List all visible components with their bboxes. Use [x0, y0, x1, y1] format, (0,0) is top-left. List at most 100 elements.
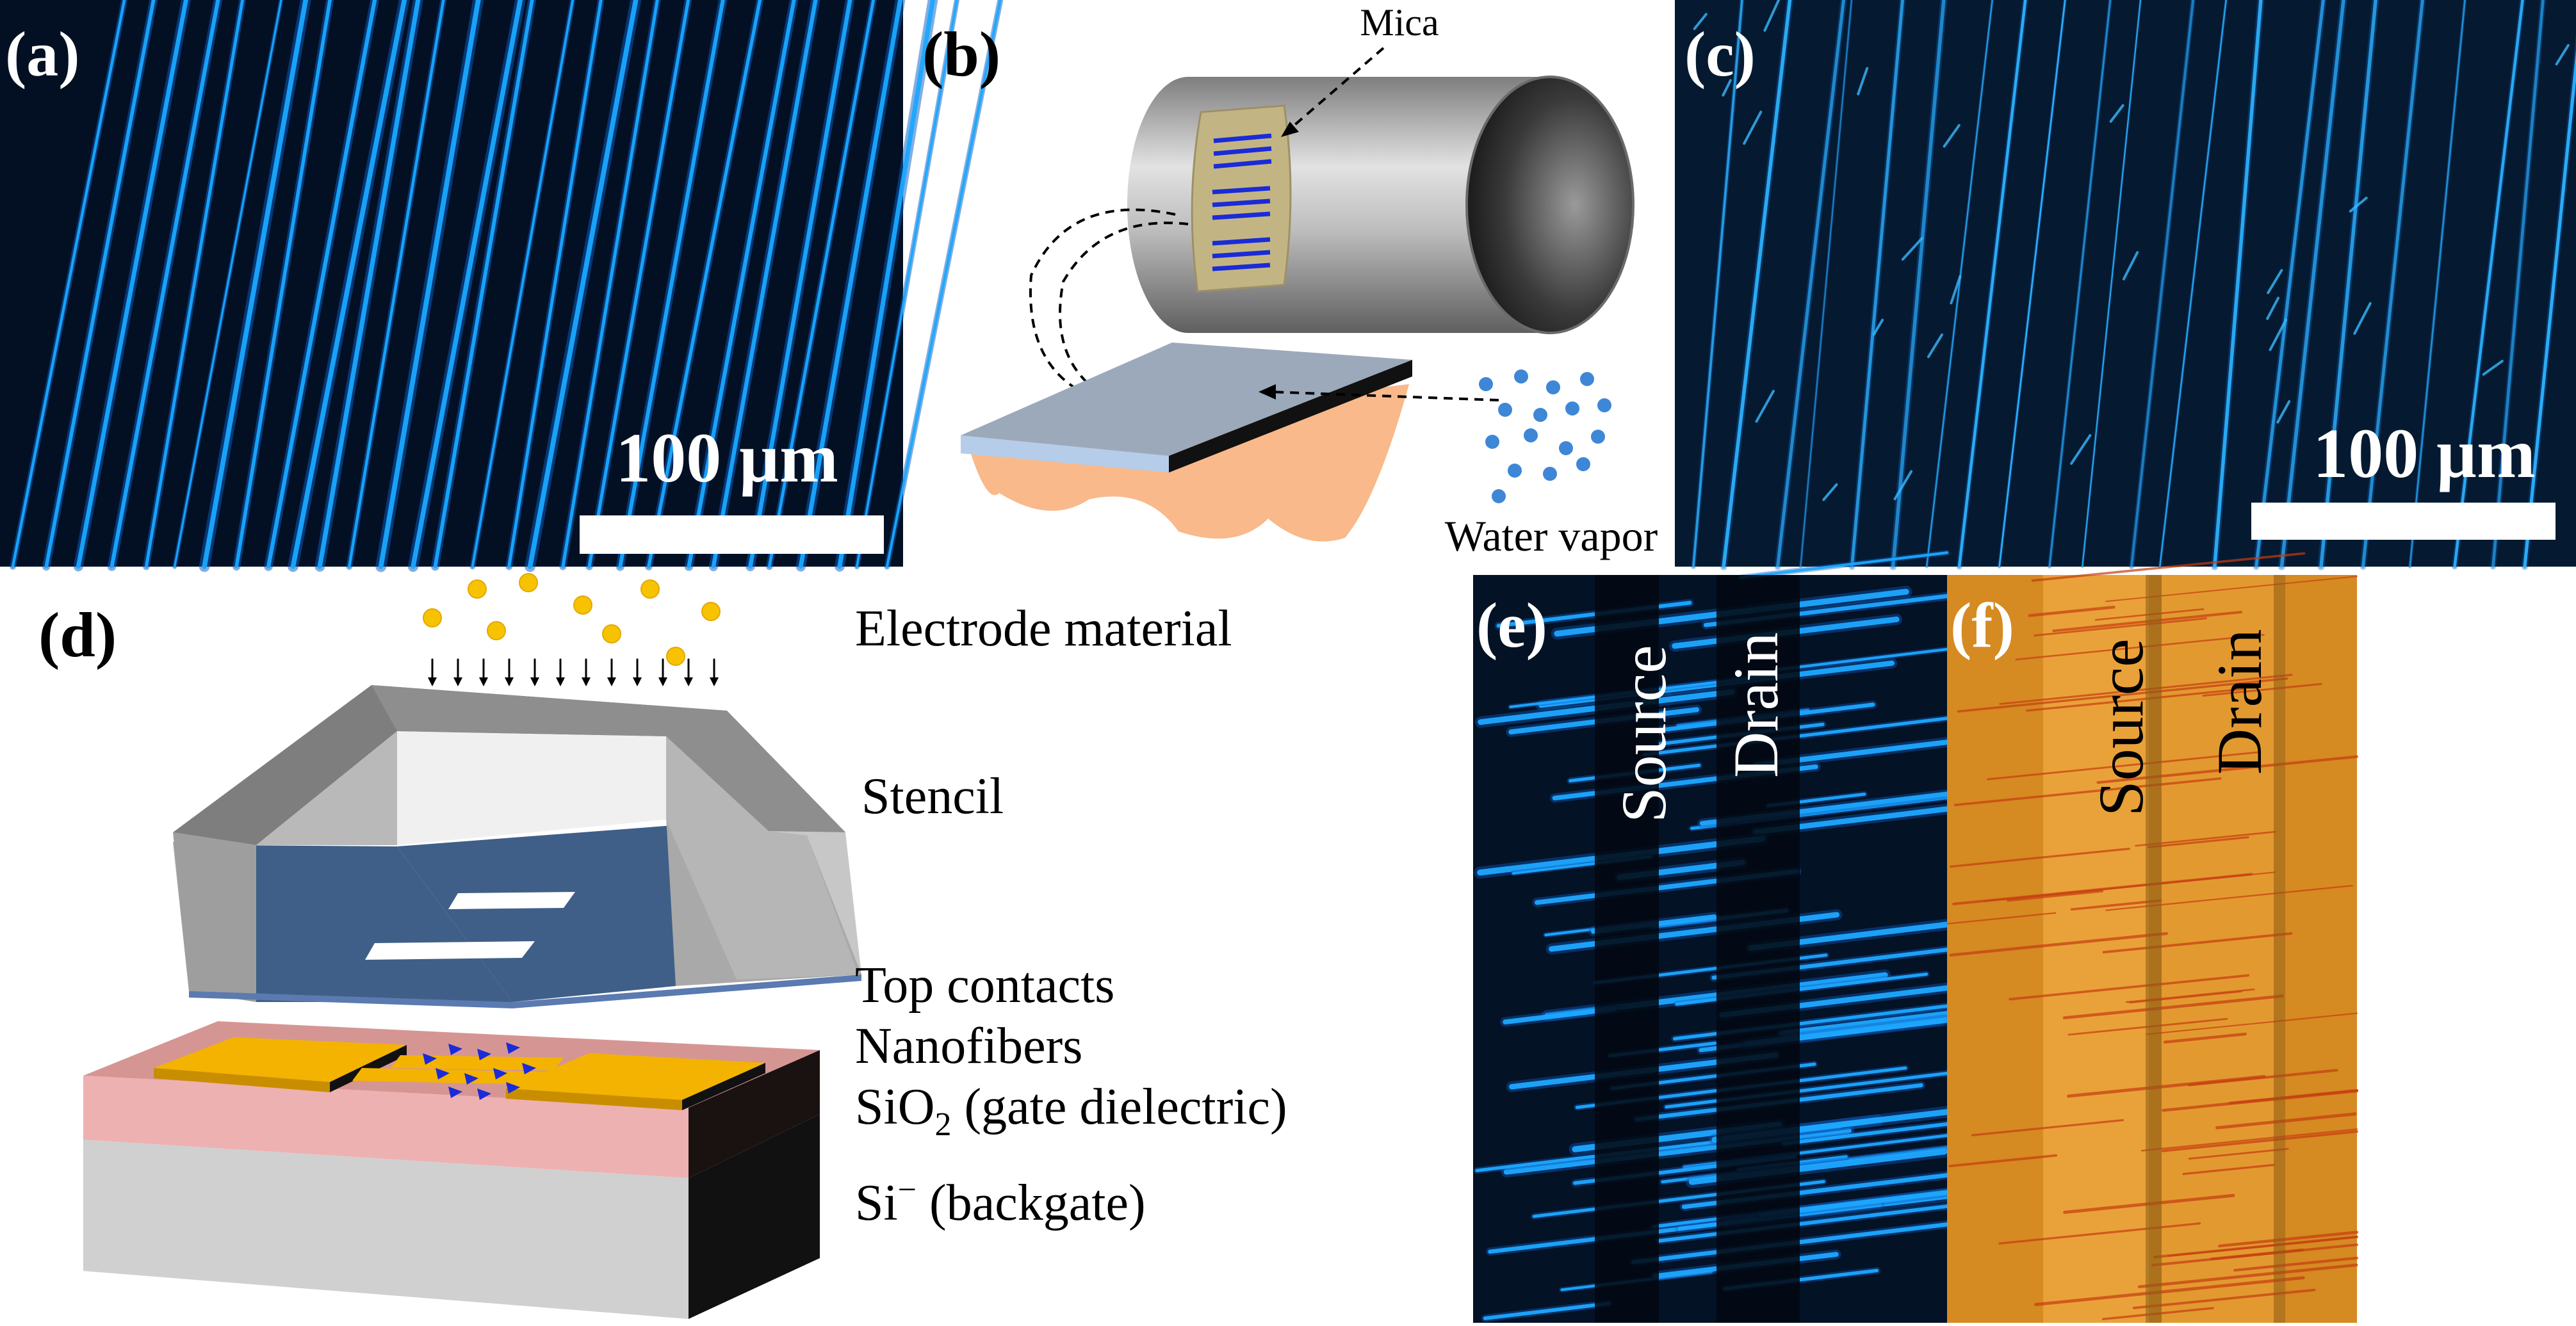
fiber: [2132, 1288, 2316, 1309]
vapor-dot: [1597, 398, 1611, 412]
fiber: [885, 0, 1002, 569]
fiber: [266, 0, 377, 569]
fiber: [1800, 0, 1853, 568]
fiber: [837, 0, 936, 569]
panel-f: (f) Source Drain: [1946, 552, 2359, 1323]
fiber: [11, 0, 126, 569]
fiber: [2279, 0, 2345, 569]
vapor-dot: [1508, 464, 1522, 478]
fiber: [1891, 0, 1946, 569]
fiber-fragment: [2353, 302, 2372, 335]
fiber-fragment: [1693, 13, 1708, 30]
fiber: [647, 0, 762, 569]
fiber: [507, 0, 603, 569]
fiber: [767, 0, 876, 569]
fiber: [2162, 1089, 2359, 1112]
nanofiber-marker: [448, 1044, 462, 1055]
electrode-particle: [519, 573, 538, 592]
panel-c-fibers: [1691, 0, 2576, 570]
fiber: [748, 0, 852, 569]
transfer-path: [1029, 208, 1189, 392]
fiber: [2096, 755, 2359, 784]
electrode-particle: [487, 621, 506, 640]
vapor-dot: [1546, 380, 1560, 394]
panel-d: (d): [38, 573, 1287, 1319]
fiber: [144, 0, 245, 569]
panel-e-drain-electrode: [1716, 575, 1800, 1323]
fiber: [2188, 1069, 2338, 1087]
stencil-slit-lower: [365, 941, 535, 960]
fiber: [2159, 0, 2227, 568]
fiber-fragment: [2266, 296, 2280, 320]
fiber: [2102, 932, 2293, 954]
vapor-dot: [1591, 430, 1605, 444]
fiber: [76, 0, 188, 569]
fiber-pattern-on-mica: [1212, 133, 1272, 271]
fiber: [2140, 1128, 2358, 1152]
stencil-mask: [173, 685, 861, 1008]
nanofiber-markers: [423, 1042, 536, 1100]
electrode-material-label: Electrode material: [855, 601, 1232, 657]
fiber: [1948, 1154, 2058, 1168]
gate-dielectric-label: SiO2 (gate dielectric): [855, 1079, 1287, 1143]
fiber: [2215, 1112, 2357, 1129]
oxide-side: [689, 1050, 820, 1178]
panel-d-label: (d): [38, 599, 117, 670]
fiber: [1850, 0, 1904, 569]
fiber: [2153, 1235, 2359, 1259]
electrode-particle: [602, 624, 621, 643]
panel-a: (a) 100 µm: [0, 0, 1004, 572]
fiber-fragment: [1722, 79, 1732, 97]
fiber: [856, 0, 958, 568]
stencil-label: Stencil: [861, 768, 1004, 825]
deposition-arrow-head: [428, 677, 437, 686]
inner-electrode-upper: [391, 1055, 564, 1071]
fiber: [348, 0, 445, 569]
fiber-fragment: [2482, 359, 2504, 376]
deposition-arrow-head: [453, 677, 462, 686]
deposition-arrow-head: [710, 677, 719, 686]
deposition-arrow-head: [505, 677, 514, 686]
mica-label: Mica: [1360, 1, 1439, 44]
nanofiber-marker: [448, 1087, 462, 1098]
fiber-fragment: [2109, 104, 2124, 123]
fiber: [1776, 0, 1846, 569]
panel-f-drain-label: Drain: [2204, 629, 2275, 775]
fiber: [2034, 1276, 2305, 1306]
fiber: [1483, 1301, 1611, 1320]
panel-a-scale-bar-label: 100 µm: [615, 419, 838, 497]
mica-sheet: [1191, 104, 1292, 293]
fiber: [2031, 552, 2306, 582]
vapor-arrow: [1271, 391, 1499, 401]
fiber: [2254, 0, 2325, 569]
fiber: [2015, 634, 2265, 661]
fiber: [1971, 1119, 2124, 1136]
nanofiber-marker: [464, 1073, 478, 1085]
panel-f-source-label: Source: [2085, 638, 2156, 816]
electrode-particle: [701, 602, 721, 621]
fiber: [2130, 0, 2195, 568]
fiber: [1957, 677, 2288, 713]
fiber: [2210, 1249, 2304, 1261]
fiber: [711, 0, 818, 569]
vapor-dot: [1485, 435, 1499, 449]
oxide-front: [83, 1076, 689, 1178]
fiber: [2163, 1032, 2247, 1044]
fiber: [527, 0, 639, 569]
fiber-fragment: [2276, 400, 2291, 424]
panel-e-label: (e): [1476, 590, 1547, 661]
fiber: [411, 0, 523, 569]
fiber: [1779, 1010, 1950, 1037]
fiber: [202, 0, 309, 569]
fiber: [174, 0, 282, 568]
fiber: [1984, 871, 2276, 902]
fiber: [471, 0, 575, 568]
fiber: [1722, 0, 1792, 569]
vapor-dot: [1543, 467, 1557, 481]
fiber: [2147, 836, 2249, 848]
top-contacts-label: Top contacts: [855, 957, 1114, 1014]
panel-c-label: (c): [1684, 19, 1756, 90]
fiber: [1925, 0, 1993, 568]
fiber: [2028, 605, 2115, 617]
drain-pad: [506, 1053, 765, 1100]
